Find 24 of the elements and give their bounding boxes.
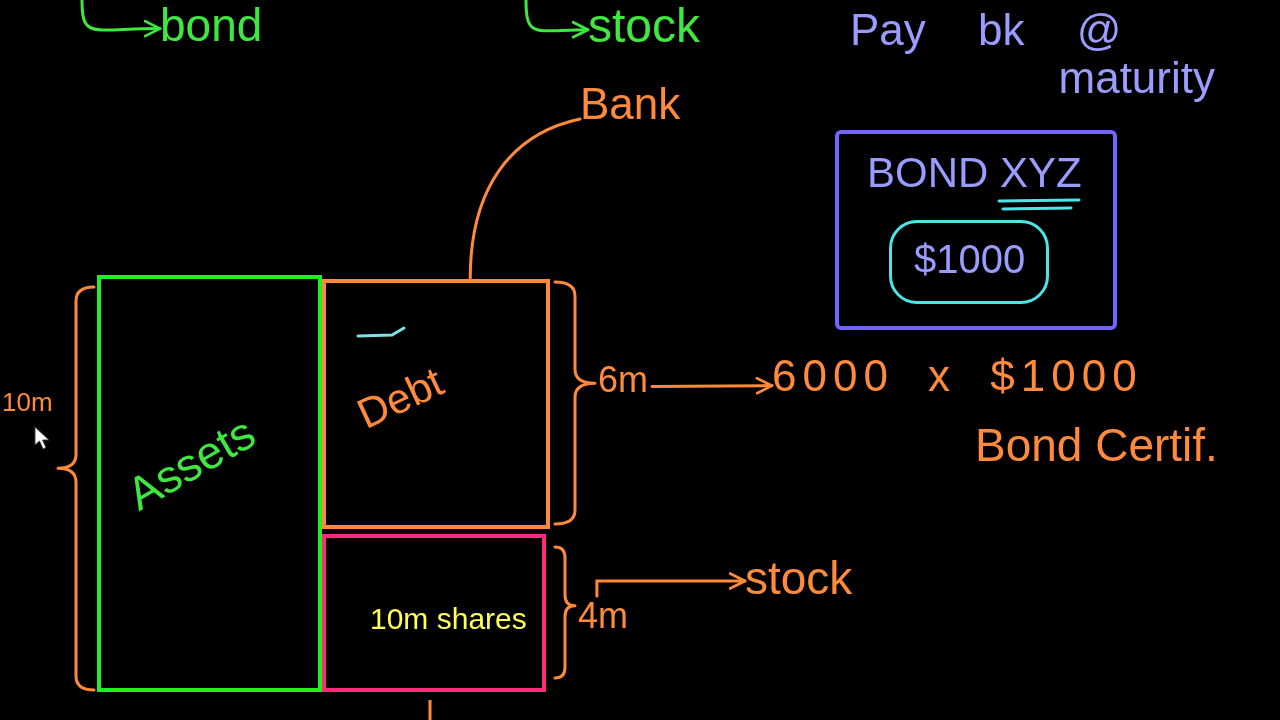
note-text: Bank (580, 80, 692, 132)
note-text: stock (745, 553, 865, 609)
heading-text: stock (588, 0, 748, 54)
box-label: BOND XYZ (867, 150, 1082, 197)
arrow (524, 0, 590, 39)
balance-block (97, 275, 322, 692)
caption-text: Bond Certif. (975, 420, 1218, 471)
box-label: $1000 (914, 237, 1026, 281)
brace-label: 10m (2, 388, 53, 417)
arrow (650, 376, 774, 395)
box-label: 10m shares (370, 602, 527, 635)
balance-block (322, 279, 550, 529)
certificate-box (835, 130, 1117, 330)
amount-box (889, 220, 1049, 304)
arrow (80, 0, 162, 38)
brace-label: 4m (578, 596, 632, 640)
box-label: Debt (350, 358, 451, 438)
leader-line (468, 117, 582, 281)
brace-label: 6m (598, 360, 652, 404)
note-text: 6000 x $1000 (772, 352, 1144, 408)
arrow (595, 572, 747, 598)
balance-block (322, 534, 546, 692)
note-text: Pay bk @ maturity (850, 6, 1215, 116)
heading-text: bond (160, 0, 290, 52)
